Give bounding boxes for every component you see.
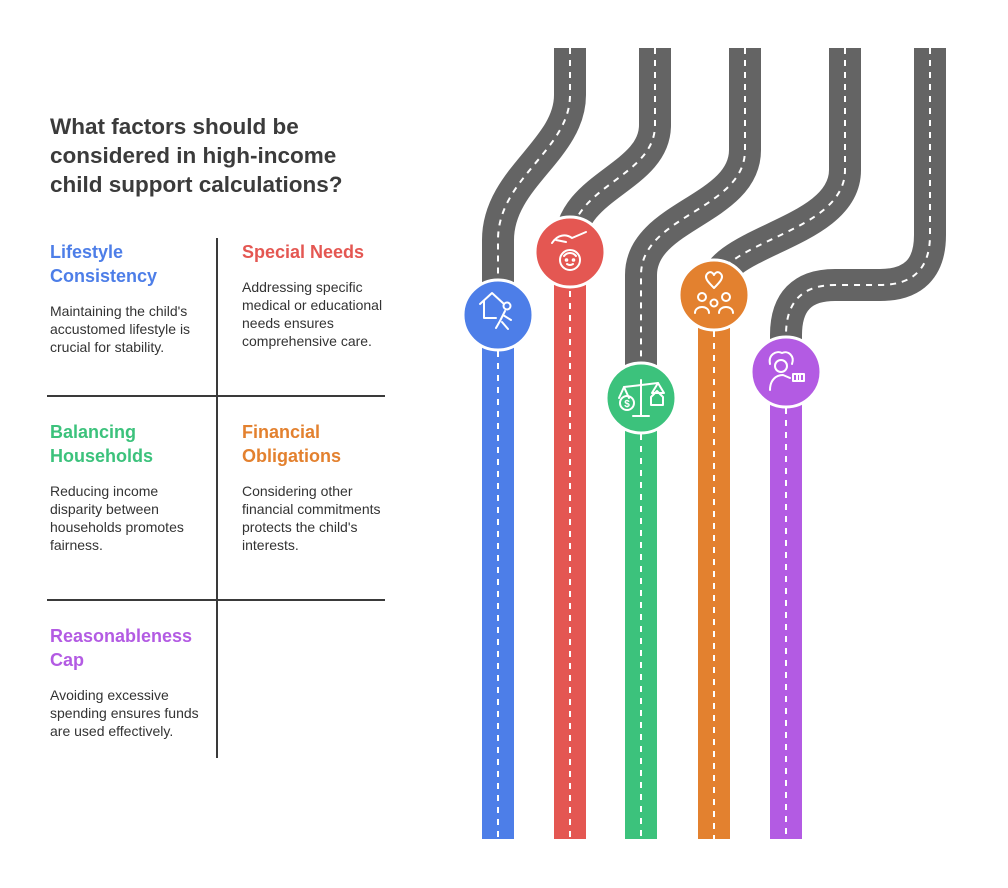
road-grey-1 <box>482 48 586 315</box>
scale-balance-icon: $ <box>604 361 678 435</box>
road-grey-3 <box>625 48 761 398</box>
factor-heading: Financial Obligations <box>242 422 341 466</box>
factor-description: Avoiding excessive spending ensures fund… <box>50 687 199 739</box>
factor-description: Maintaining the child's accustomed lifes… <box>50 303 191 355</box>
factor-description: Considering other financial commitments … <box>242 483 381 553</box>
factor-heading: Special Needs <box>242 242 365 262</box>
page-title: What factors should be considered in hig… <box>50 114 343 197</box>
family-heart-icon <box>677 258 751 332</box>
factor-balancing-households: Balancing Households Reducing income dis… <box>50 420 200 554</box>
factor-description: Reducing income disparity between househ… <box>50 483 184 553</box>
factor-financial-obligations: Financial Obligations Considering other … <box>242 420 392 554</box>
factor-reasonableness-cap: Reasonableness Cap Avoiding excessive sp… <box>50 624 200 740</box>
home-child-icon <box>461 278 535 352</box>
factor-heading: Reasonableness Cap <box>50 626 193 670</box>
svg-text:$: $ <box>624 399 630 410</box>
hand-child-care-icon <box>533 215 607 289</box>
grid-divider-vertical <box>216 238 218 758</box>
road-dashes-5 <box>785 48 931 372</box>
grid-divider-horizontal <box>47 395 385 397</box>
road-colored-orange <box>698 295 730 839</box>
factor-special-needs: Special Needs Addressing specific medica… <box>242 240 392 350</box>
grid-divider-horizontal <box>47 599 385 601</box>
factor-description: Addressing specific medical or education… <box>242 279 383 349</box>
factor-heading: Balancing Households <box>50 422 154 466</box>
person-money-icon <box>749 335 823 409</box>
factors-grid: Lifestyle Consistency Maintaining the ch… <box>47 238 385 758</box>
road-dashes-4 <box>713 48 846 295</box>
factor-heading: Lifestyle Consistency <box>50 242 158 286</box>
factor-lifestyle-consistency: Lifestyle Consistency Maintaining the ch… <box>50 240 200 356</box>
